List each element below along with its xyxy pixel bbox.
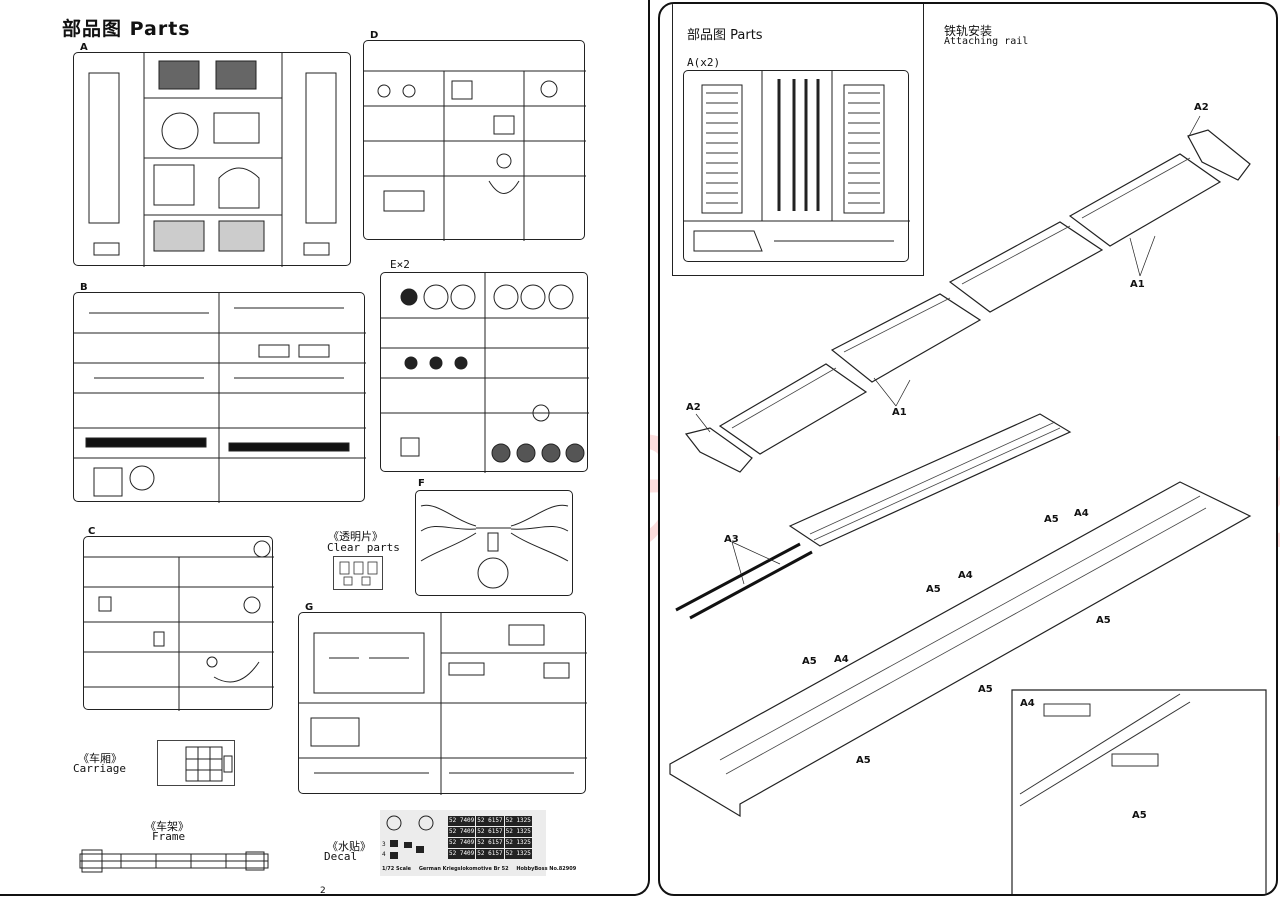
detail-inset-box bbox=[1011, 689, 1267, 894]
decal-number: 52 1325 bbox=[504, 827, 532, 837]
callout-a4-1: A4 bbox=[1074, 508, 1089, 519]
sprue-e bbox=[380, 272, 589, 473]
decal-emblems bbox=[386, 815, 434, 859]
a2-end-piece-top bbox=[1187, 129, 1251, 181]
sprue-c-drawing bbox=[84, 540, 274, 711]
carriage-label-en: Carriage bbox=[73, 762, 126, 775]
sprue-a-label: A bbox=[80, 42, 88, 53]
section-heading-en: Attaching rail bbox=[944, 36, 1029, 47]
section-heading-cn: 铁轨安装 bbox=[944, 24, 993, 38]
callout-a5-6: A5 bbox=[856, 755, 871, 766]
clear-parts-label-en: Clear parts bbox=[327, 541, 400, 554]
callout-a1-top: A1 bbox=[1130, 279, 1145, 290]
parts-page-left: 部品图 Parts A D bbox=[0, 0, 650, 896]
callout-a3: A3 bbox=[724, 534, 739, 545]
decal-label-cn: 《水贴》 bbox=[327, 840, 371, 853]
a1-segment-4 bbox=[718, 363, 868, 455]
base-board bbox=[669, 481, 1252, 818]
decal-number: 52 6157 bbox=[476, 838, 504, 848]
sprue-g-label: G bbox=[305, 602, 314, 613]
sprue-d-drawing bbox=[364, 70, 586, 241]
a5-detail-part bbox=[1111, 753, 1159, 767]
sprue-f-drawing bbox=[420, 504, 569, 589]
sprue-f-label: F bbox=[418, 478, 425, 489]
a2-end-piece-left bbox=[684, 427, 753, 473]
carriage-drawing bbox=[185, 746, 233, 782]
sprue-d bbox=[363, 40, 586, 241]
frame-label-en: Frame bbox=[152, 830, 186, 843]
decal-row-number: 4 bbox=[382, 851, 386, 858]
sprue-c-label: C bbox=[88, 526, 96, 537]
page-title-left: 部品图 Parts bbox=[62, 18, 191, 40]
decal-footer: 1/72 Scale German Kriegslokomotive Br 52… bbox=[382, 866, 576, 872]
decal-number: 52 7409 bbox=[448, 838, 476, 848]
sprue-b bbox=[73, 292, 366, 503]
callout-a5-4: A5 bbox=[978, 684, 993, 695]
decal-number: 52 7409 bbox=[448, 816, 476, 826]
callout-a4-inset: A4 bbox=[1020, 698, 1035, 709]
sprue-g-drawing bbox=[299, 613, 587, 795]
decal-label-en: Decal bbox=[324, 850, 358, 863]
clear-parts-drawing bbox=[339, 561, 378, 586]
decal-row-number: 3 bbox=[382, 841, 386, 848]
decal-number: 52 1325 bbox=[504, 849, 532, 859]
callout-a5-3: A5 bbox=[926, 584, 941, 595]
decal-number: 52 6157 bbox=[476, 827, 504, 837]
decal-footer-model: German Kriegslokomotive Br 52 bbox=[418, 866, 509, 872]
a4-detail-part bbox=[1043, 703, 1091, 717]
carriage-part bbox=[157, 740, 235, 786]
decal-row-numbers: 3 4 bbox=[382, 840, 386, 860]
parts-page-right: 部品图 Parts A(x2) bbox=[658, 2, 1278, 896]
callout-a5-inset: A5 bbox=[1132, 810, 1147, 821]
rail-assembly-drawing bbox=[669, 115, 1267, 894]
sprue-d-label: D bbox=[370, 30, 379, 41]
parts-inset: 部品图 Parts A(x2) bbox=[672, 4, 924, 276]
decal-number: 52 1325 bbox=[504, 838, 532, 848]
sprue-e-label: E×2 bbox=[390, 258, 410, 271]
decal-number: 52 6157 bbox=[476, 816, 504, 826]
clear-parts-sprue bbox=[333, 556, 383, 590]
inset-title: 部品图 Parts bbox=[687, 28, 763, 43]
decal-number: 52 7409 bbox=[448, 827, 476, 837]
sprue-b-drawing bbox=[74, 293, 366, 503]
sleeper-bed bbox=[788, 413, 1072, 547]
decal-number: 52 1325 bbox=[504, 816, 532, 826]
callout-a5-5: A5 bbox=[802, 656, 817, 667]
a1-segment-2 bbox=[948, 221, 1104, 313]
carriage-label-cn: 《车厢》 bbox=[78, 752, 122, 765]
a1-segment-1 bbox=[1068, 153, 1222, 247]
sprue-a-drawing bbox=[88, 53, 337, 267]
decal-number: 52 7409 bbox=[448, 849, 476, 859]
page-number: 2 bbox=[320, 886, 326, 896]
frame-label-cn: 《车架》 bbox=[145, 820, 189, 833]
callout-a2-left: A2 bbox=[686, 402, 701, 413]
callout-a1-mid: A1 bbox=[892, 407, 907, 418]
frame-drawing bbox=[79, 849, 269, 873]
callout-a4-3: A4 bbox=[834, 654, 849, 665]
sprue-b-label: B bbox=[80, 282, 88, 293]
sprue-a bbox=[73, 52, 351, 267]
clear-parts-label-cn: 《透明片》 bbox=[328, 530, 383, 543]
sprue-f bbox=[415, 490, 573, 596]
inset-sprue-label: A(x2) bbox=[687, 56, 721, 69]
sprue-c bbox=[83, 536, 274, 711]
sprue-g bbox=[298, 612, 587, 795]
sprue-a-rail-drawing bbox=[684, 71, 910, 252]
decal-footer-number: HobbyBoss No.82909 bbox=[516, 866, 577, 872]
decal-number: 52 6157 bbox=[476, 849, 504, 859]
decal-footer-scale: 1/72 Scale bbox=[382, 866, 412, 872]
sprue-a-rail bbox=[683, 70, 910, 262]
callout-a2-top: A2 bbox=[1194, 102, 1209, 113]
callout-a5-1: A5 bbox=[1044, 514, 1059, 525]
callout-a5-2: A5 bbox=[1096, 615, 1111, 626]
sprue-e-drawing bbox=[381, 273, 589, 473]
a1-segment-3 bbox=[830, 293, 982, 383]
callout-a4-2: A4 bbox=[958, 570, 973, 581]
